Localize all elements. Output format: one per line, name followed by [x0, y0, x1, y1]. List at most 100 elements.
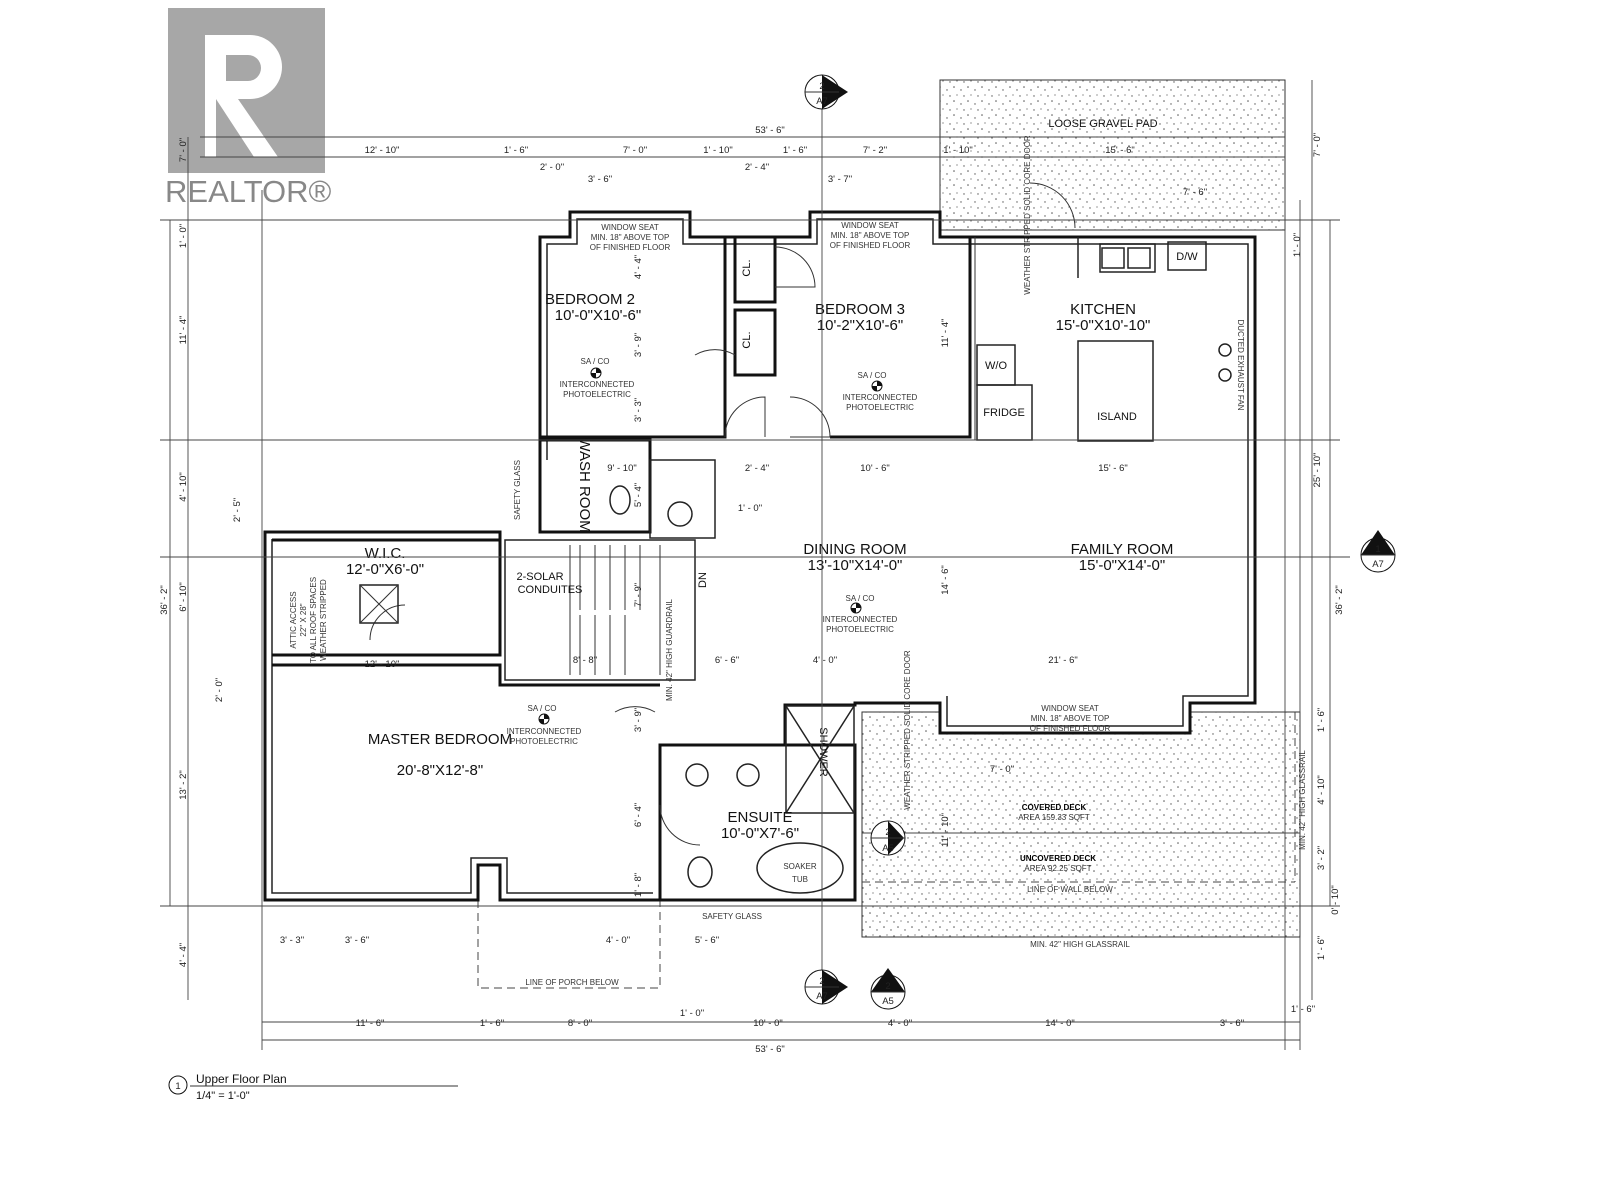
svg-text:1' - 0": 1' - 0" — [738, 503, 762, 514]
smoke-alarm-bedroom-2: SA / CO INTERCONNECTED PHOTOELECTRIC — [560, 357, 635, 399]
svg-text:7' - 0": 7' - 0" — [178, 138, 189, 162]
svg-text:ATTIC ACCESS: ATTIC ACCESS — [289, 591, 298, 648]
svg-text:25' - 10": 25' - 10" — [1312, 453, 1323, 488]
dim-top-inner: 3' - 7" — [828, 174, 852, 185]
fridge-label: FRIDGE — [983, 407, 1025, 419]
drawing-title: Upper Floor Plan — [196, 1072, 287, 1086]
svg-text:6' - 4": 6' - 4" — [633, 803, 644, 827]
deck-area — [861, 711, 1301, 938]
svg-text:A7: A7 — [1372, 559, 1384, 570]
svg-text:INTERCONNECTED: INTERCONNECTED — [843, 393, 918, 402]
closet-label-2: CL. — [741, 331, 753, 348]
svg-text:3' - 3": 3' - 3" — [633, 398, 644, 422]
room-name-dining: DINING ROOM — [803, 541, 906, 558]
svg-text:2' - 0": 2' - 0" — [214, 678, 225, 702]
dim-top: 7' - 0" — [623, 145, 647, 156]
svg-text:6' - 6": 6' - 6" — [715, 655, 739, 666]
svg-text:15' - 6": 15' - 6" — [1098, 463, 1127, 474]
svg-text:22" X 28": 22" X 28" — [299, 603, 308, 636]
svg-text:OF FINISHED FLOOR: OF FINISHED FLOOR — [1030, 724, 1111, 733]
dim-bottom: 4' - 0" — [888, 1018, 912, 1029]
closet-label: CL. — [741, 259, 753, 276]
svg-text:11' - 4": 11' - 4" — [940, 319, 951, 348]
svg-text:7' - 0": 7' - 0" — [990, 764, 1014, 775]
svg-text:SA / CO: SA / CO — [528, 704, 557, 713]
drawing-number: 1 — [175, 1081, 180, 1092]
gravel-label: LOOSE GRAVEL PAD — [1048, 118, 1157, 130]
svg-text:2' - 5": 2' - 5" — [232, 498, 243, 522]
dim-bottom-inner: 5' - 6" — [695, 935, 719, 946]
svg-text:INTERCONNECTED: INTERCONNECTED — [560, 380, 635, 389]
door-note-2: WEATHER STRIPPED SOLID CORE DOOR — [903, 650, 912, 810]
svg-text:4' - 10": 4' - 10" — [178, 472, 189, 501]
svg-text:1' - 0": 1' - 0" — [178, 224, 189, 248]
section-marker-bottom: 2A7 — [804, 969, 848, 1005]
section-marker-right: 1A7 — [1360, 530, 1405, 573]
svg-text:WEATHER STRIPPED: WEATHER STRIPPED — [319, 579, 328, 661]
exterior-walls — [263, 210, 1257, 902]
dim-bottom: 1' - 0" — [680, 1008, 704, 1019]
dim-top: 15' - 6" — [1105, 145, 1134, 156]
covered-deck-label: COVERED DECK — [1022, 803, 1087, 812]
glassrail-side: MIN. 42" HIGH GLASSRAIL — [1298, 750, 1307, 850]
dim-bottom-inner: 3' - 3" — [280, 935, 304, 946]
room-name-bedroom-2: BEDROOM 2 — [545, 291, 635, 308]
svg-text:A7: A7 — [816, 991, 828, 1002]
svg-text:PHOTOELECTRIC: PHOTOELECTRIC — [846, 403, 914, 412]
svg-text:4' - 10": 4' - 10" — [1316, 775, 1327, 804]
svg-text:0' - 10": 0' - 10" — [1330, 885, 1341, 914]
svg-text:11' - 10": 11' - 10" — [940, 813, 951, 847]
svg-text:21' - 6": 21' - 6" — [1048, 655, 1077, 666]
svg-text:7' - 0": 7' - 0" — [1312, 133, 1323, 157]
svg-text:SA / CO: SA / CO — [846, 594, 875, 603]
svg-text:1: 1 — [1375, 544, 1380, 555]
svg-text:MIN. 18" ABOVE TOP: MIN. 18" ABOVE TOP — [1031, 714, 1110, 723]
wall-below-label: LINE OF WALL BELOW — [1027, 885, 1113, 894]
watermark-text: REALTOR® — [165, 174, 332, 209]
grid-lines — [160, 100, 1350, 1050]
svg-text:4' - 4": 4' - 4" — [178, 943, 189, 967]
dim-bottom: 14' - 0" — [1045, 1018, 1074, 1029]
svg-text:12' - 10": 12' - 10" — [365, 659, 400, 670]
dim-top-inner: 7' - 6" — [1183, 187, 1207, 198]
svg-text:3' - 9": 3' - 9" — [633, 333, 644, 357]
svg-text:6' - 10": 6' - 10" — [178, 582, 189, 611]
uncovered-deck-area: AREA 92.25 SQFT — [1024, 864, 1091, 873]
soaker-label: SOAKER — [783, 862, 817, 871]
safety-glass-note: SAFETY GLASS — [513, 460, 522, 520]
tub-label: TUB — [792, 875, 808, 884]
drawing-title-block: 1 Upper Floor Plan 1/4" = 1'-0" — [168, 1072, 458, 1102]
svg-text:2: 2 — [885, 827, 890, 838]
svg-text:4' - 0": 4' - 0" — [813, 655, 837, 666]
room-size-bedroom-3: 10'-2"X10'-6" — [817, 317, 903, 334]
room-name-wic: W.I.C. — [365, 545, 406, 562]
svg-text:1' - 8": 1' - 8" — [633, 873, 644, 897]
room-size-master: 20'-8"X12'-8" — [397, 762, 483, 779]
solar-label-2: CONDUITES — [518, 584, 583, 596]
svg-text:14' - 6": 14' - 6" — [940, 565, 951, 594]
svg-text:A7: A7 — [816, 96, 828, 107]
svg-text:A5: A5 — [882, 843, 894, 854]
room-size-bedroom-2: 10'-0"X10'-6" — [555, 307, 641, 324]
dim-bottom: 8' - 0" — [568, 1018, 592, 1029]
safety-glass-note-2: SAFETY GLASS — [702, 912, 762, 921]
porch-below-label: LINE OF PORCH BELOW — [525, 978, 619, 987]
svg-text:MIN. 18" ABOVE TOP: MIN. 18" ABOVE TOP — [591, 233, 670, 242]
svg-text:A5: A5 — [882, 996, 894, 1007]
attic-access-note: ATTIC ACCESS 22" X 28" TO ALL ROOF SPACE… — [289, 577, 328, 663]
svg-text:36' - 2": 36' - 2" — [159, 585, 170, 614]
svg-text:INTERCONNECTED: INTERCONNECTED — [823, 615, 898, 624]
room-name-kitchen: KITCHEN — [1070, 301, 1136, 318]
svg-text:PHOTOELECTRIC: PHOTOELECTRIC — [563, 390, 631, 399]
glassrail-bottom: MIN. 42" HIGH GLASSRAIL — [1030, 940, 1130, 949]
dim-top: 1' - 10" — [943, 145, 972, 156]
room-size-family: 15'-0"X14'-0" — [1079, 557, 1165, 574]
dim-bottom: 3' - 6" — [1220, 1018, 1244, 1029]
drawing-scale: 1/4" = 1'-0" — [196, 1090, 250, 1102]
svg-text:OF FINISHED FLOOR: OF FINISHED FLOOR — [830, 241, 911, 250]
dim-right: 7' - 0" 1' - 0" 25' - 10" 1' - 6" 4' - 1… — [1292, 133, 1345, 960]
svg-text:WINDOW SEAT: WINDOW SEAT — [1041, 704, 1099, 713]
fixtures — [359, 247, 1232, 894]
svg-text:10' - 6": 10' - 6" — [860, 463, 889, 474]
